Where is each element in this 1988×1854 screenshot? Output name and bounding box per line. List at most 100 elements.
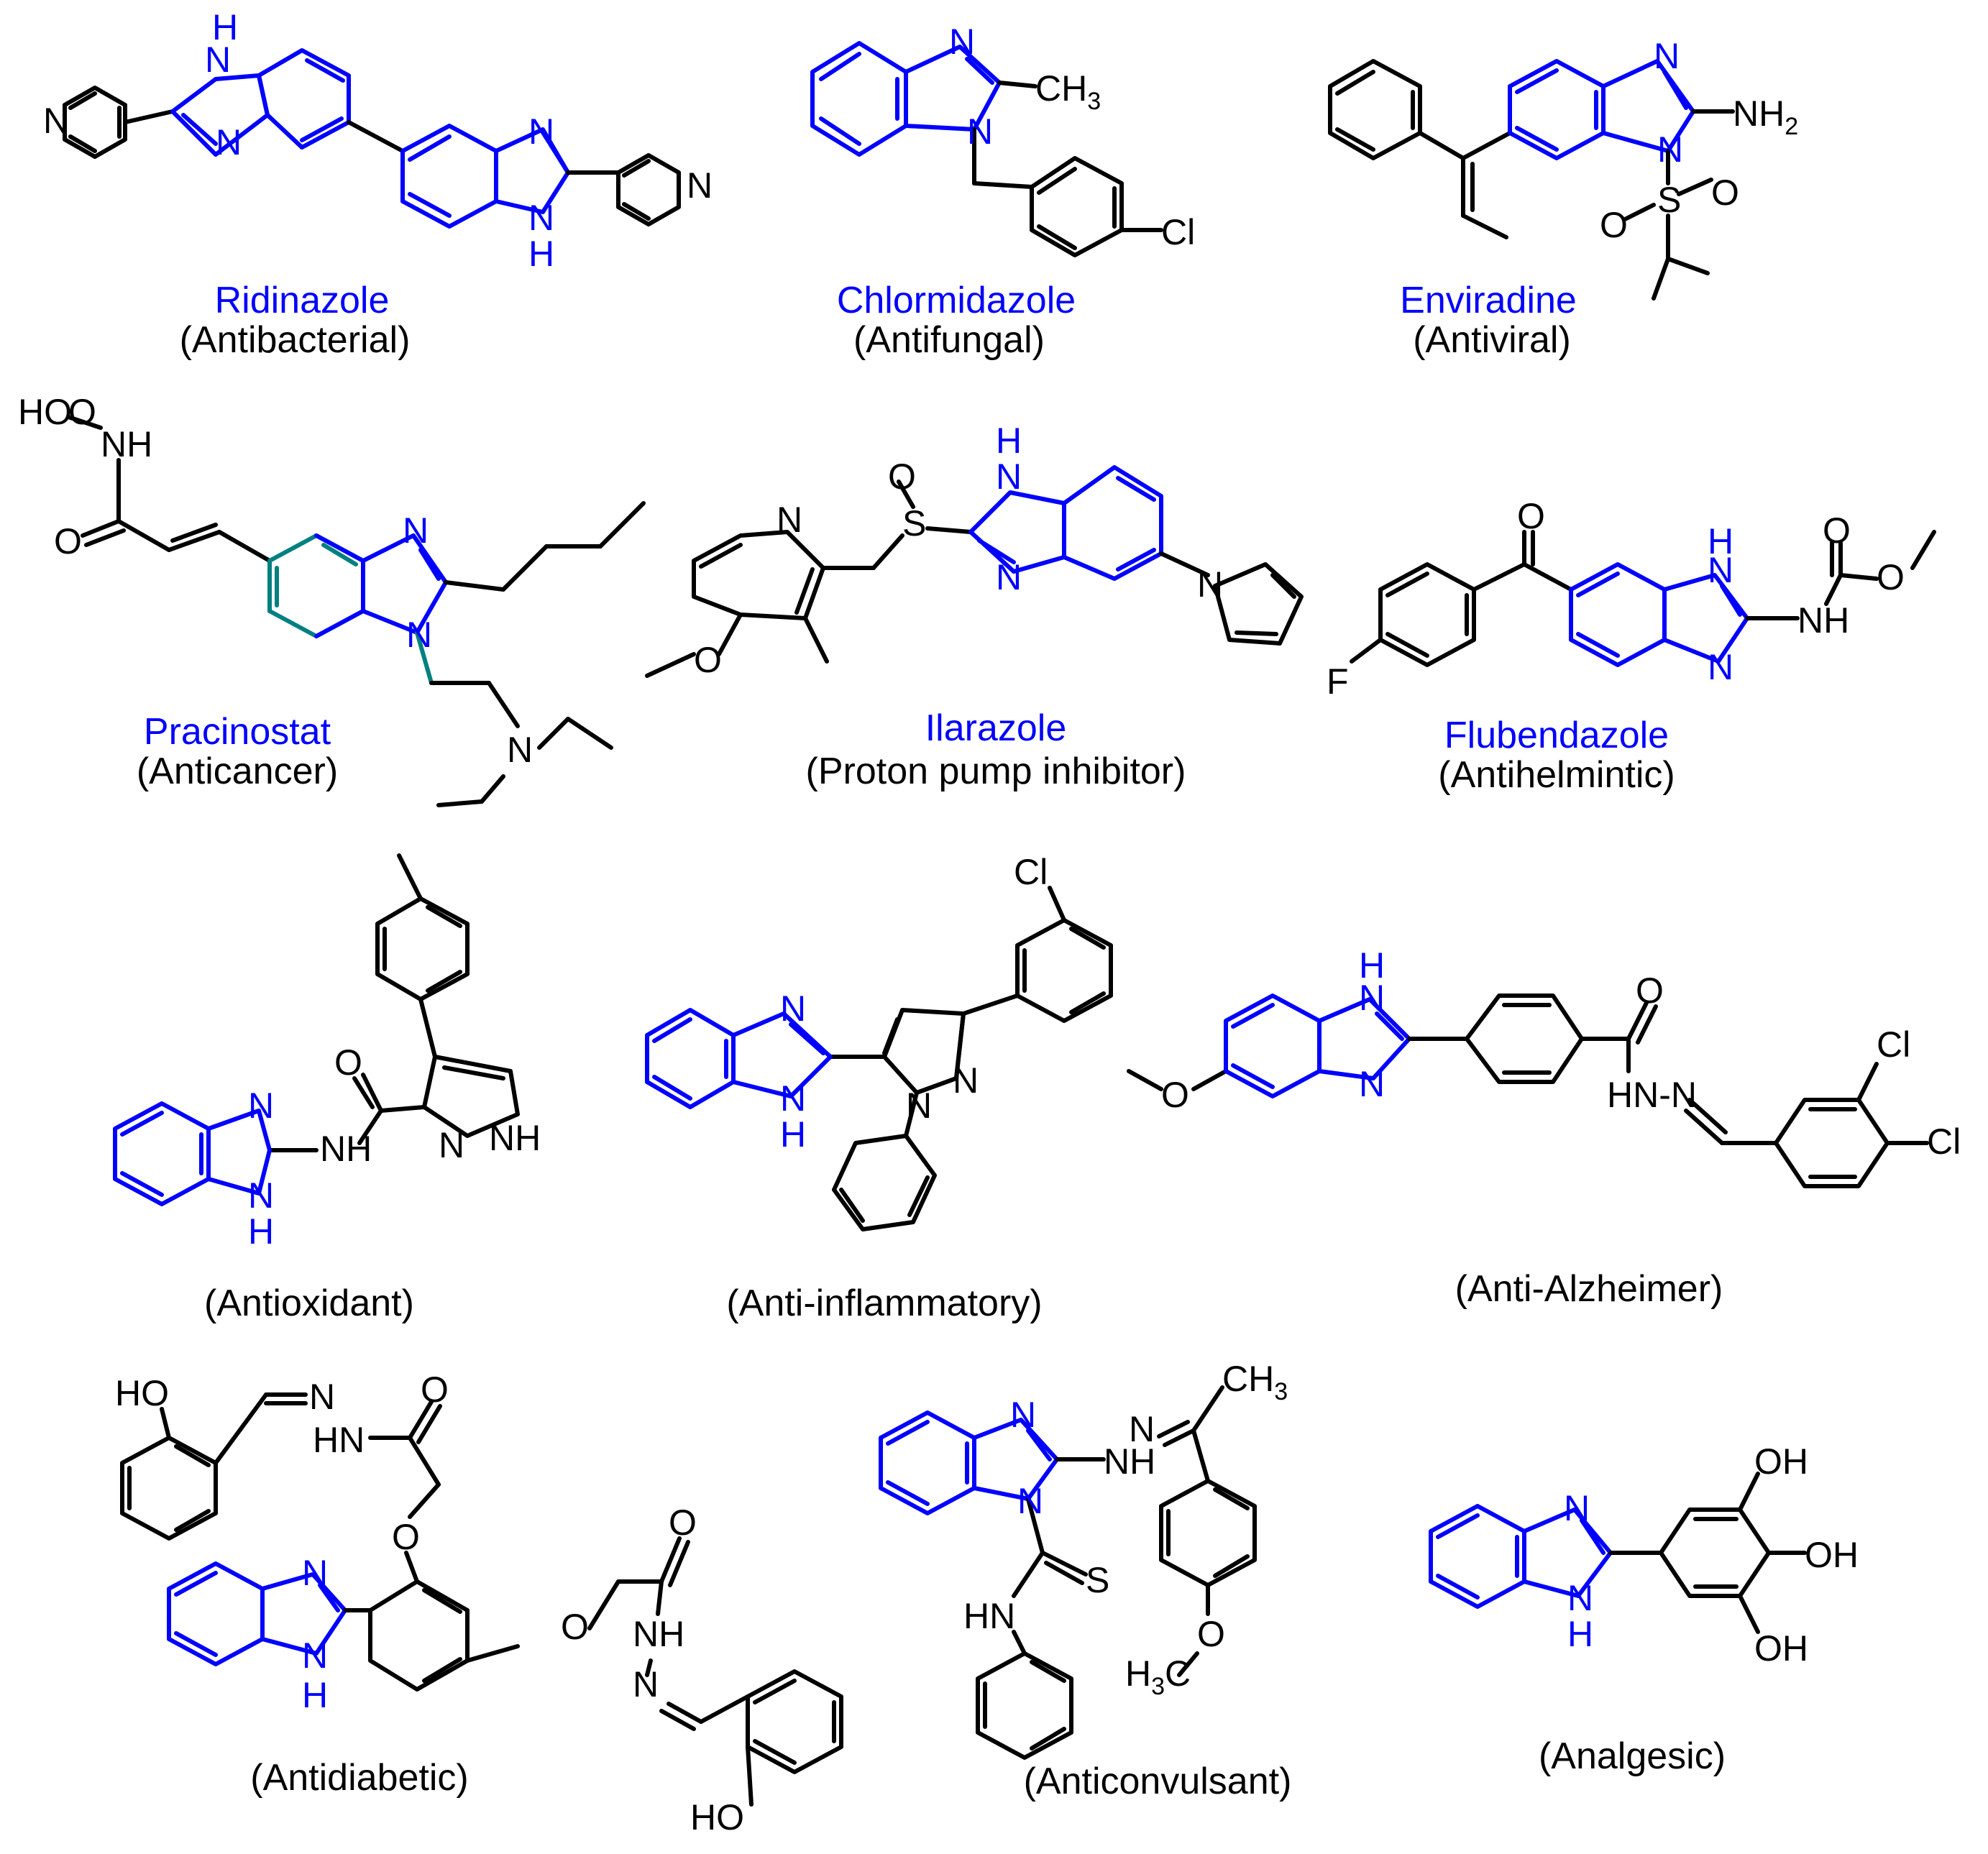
atom-o: O [1600, 205, 1628, 245]
atom-ch: CH3 [1035, 68, 1101, 115]
structure-ridinazole: N H N N N N H N [43, 7, 713, 274]
atom-n: N [953, 1060, 979, 1101]
structure-antiinflammatory: Cl N N N N H [645, 852, 1113, 1231]
atom-o: O [888, 456, 916, 497]
atom-n: N [1657, 129, 1683, 170]
atom-n: N [205, 40, 231, 80]
structure-analgesic: N N H OH OH OH [1429, 1441, 1859, 1669]
atom-o: O [1636, 970, 1664, 1011]
atom-o: O [1517, 496, 1545, 536]
atom-oh: OH [1754, 1441, 1808, 1482]
atom-o: O [1823, 510, 1851, 551]
atom-o: O [421, 1369, 449, 1410]
activity-antidiabetic: (Antidiabetic) [250, 1757, 468, 1799]
activity-antiinflammatory: (Anti-inflammatory) [726, 1282, 1042, 1324]
atom-o: O [561, 1607, 589, 1647]
activity-flubendazole: (Antihelmintic) [1438, 754, 1675, 796]
atom-n: N [633, 1664, 659, 1704]
atom-nh-label: H [212, 7, 238, 47]
atom-o: O [1161, 1075, 1189, 1115]
atom-o: O [1877, 557, 1905, 597]
name-ridinazole: Ridinazole [215, 280, 390, 321]
atom-hn: HN [963, 1596, 1015, 1636]
atom-n: N [780, 988, 806, 1029]
atom-n: N [1197, 564, 1223, 605]
atom-n: N [439, 1125, 464, 1165]
atom-h: H [302, 1675, 328, 1715]
atom-nh-label: H [528, 234, 554, 274]
name-ilarazole: Ilarazole [925, 707, 1067, 749]
structure-flubendazole: F O H N N NH O O [1327, 496, 1936, 702]
atom-nh2: NH2 [1733, 93, 1798, 140]
atom-n: N [967, 111, 993, 152]
atom-o: O [334, 1042, 362, 1083]
atom-o: O [669, 1502, 697, 1543]
activity-enviradine: (Antiviral) [1413, 319, 1571, 361]
atom-h: H [1359, 945, 1385, 986]
atom-n: N [996, 557, 1022, 597]
atom-n: N [403, 510, 429, 551]
atom-s: S [1657, 180, 1681, 220]
atom-oh: OH [1805, 1535, 1859, 1575]
atom-n: N [309, 1377, 335, 1417]
name-pracinostat: Pracinostat [144, 711, 331, 753]
atom-n: N [507, 730, 533, 770]
atom-hn: HN [313, 1420, 365, 1460]
atom-n: N [1359, 1064, 1385, 1104]
atom-n: N [687, 165, 713, 206]
atom-nh: NH [101, 424, 152, 464]
atom-o: O [392, 1517, 420, 1557]
atom-n: N [780, 1078, 806, 1119]
atom-n: N [996, 456, 1022, 497]
atom-f: F [1327, 661, 1349, 702]
name-chlormidazole: Chlormidazole [837, 280, 1076, 321]
atom-n: N [43, 101, 69, 141]
structure-ilarazole: N O O S H N N N [645, 421, 1304, 680]
atom-n: N [777, 500, 802, 540]
atom-h: H [1708, 521, 1733, 561]
structure-pracinostat: HO O NH O N N N [18, 392, 646, 807]
atom-n: N [216, 122, 242, 162]
activity-analgesic: (Analgesic) [1539, 1735, 1726, 1777]
atom-nh: NH [320, 1129, 372, 1169]
name-flubendazole: Flubendazole [1444, 715, 1669, 756]
structure-antioxidant: O NH N NH N N H [113, 853, 541, 1252]
activity-pracinostat: (Anticancer) [137, 751, 338, 792]
atom-h: H [1567, 1614, 1593, 1654]
atom-n: N [1359, 978, 1385, 1018]
atom-n: N [1708, 550, 1733, 590]
atom-n: N [528, 198, 554, 238]
activity-anticonvulsant: (Anticonvulsant) [1024, 1761, 1292, 1802]
atom-h: H [996, 421, 1022, 461]
atom-hnn: HN-N [1607, 1075, 1697, 1115]
atom-cl: Cl [1927, 1121, 1961, 1162]
atom-n: N [406, 615, 432, 655]
name-enviradine: Enviradine [1400, 280, 1577, 321]
atom-n: N [1708, 647, 1733, 687]
atom-h: H [780, 1114, 806, 1155]
atom-ho: HO [115, 1373, 169, 1413]
atom-n: N [906, 1086, 932, 1126]
atom-n: N [1567, 1578, 1593, 1618]
atom-nh: NH [1104, 1441, 1155, 1482]
atom-s: S [902, 503, 926, 543]
atom-n: N [1654, 36, 1680, 76]
activity-ilarazole: (Proton pump inhibitor) [806, 751, 1186, 792]
atom-n: N [248, 1175, 274, 1216]
structure-antialzheimer: O H N N O HN-N Cl Cl [1127, 945, 1961, 1188]
atom-o: O [1711, 173, 1739, 213]
structure-anticonvulsant: N N NH N CH3 O H3C S HN [879, 1359, 1288, 1760]
atom-h: H [248, 1211, 274, 1252]
atom-cl: Cl [1877, 1024, 1910, 1065]
activity-chlormidazole: (Antifungal) [853, 319, 1045, 361]
atom-n: N [302, 1553, 328, 1593]
atom-oh: OH [1754, 1628, 1808, 1669]
atom-o: O [68, 392, 96, 432]
atom-s: S [1086, 1560, 1109, 1600]
atom-n: N [949, 22, 975, 62]
atom-o: O [1197, 1614, 1225, 1654]
structure-chlormidazole: N N CH3 Cl [810, 22, 1195, 257]
atom-cl: Cl [1014, 852, 1048, 892]
atom-n: N [1564, 1488, 1590, 1528]
atom-h3c: H3C [1125, 1653, 1191, 1700]
